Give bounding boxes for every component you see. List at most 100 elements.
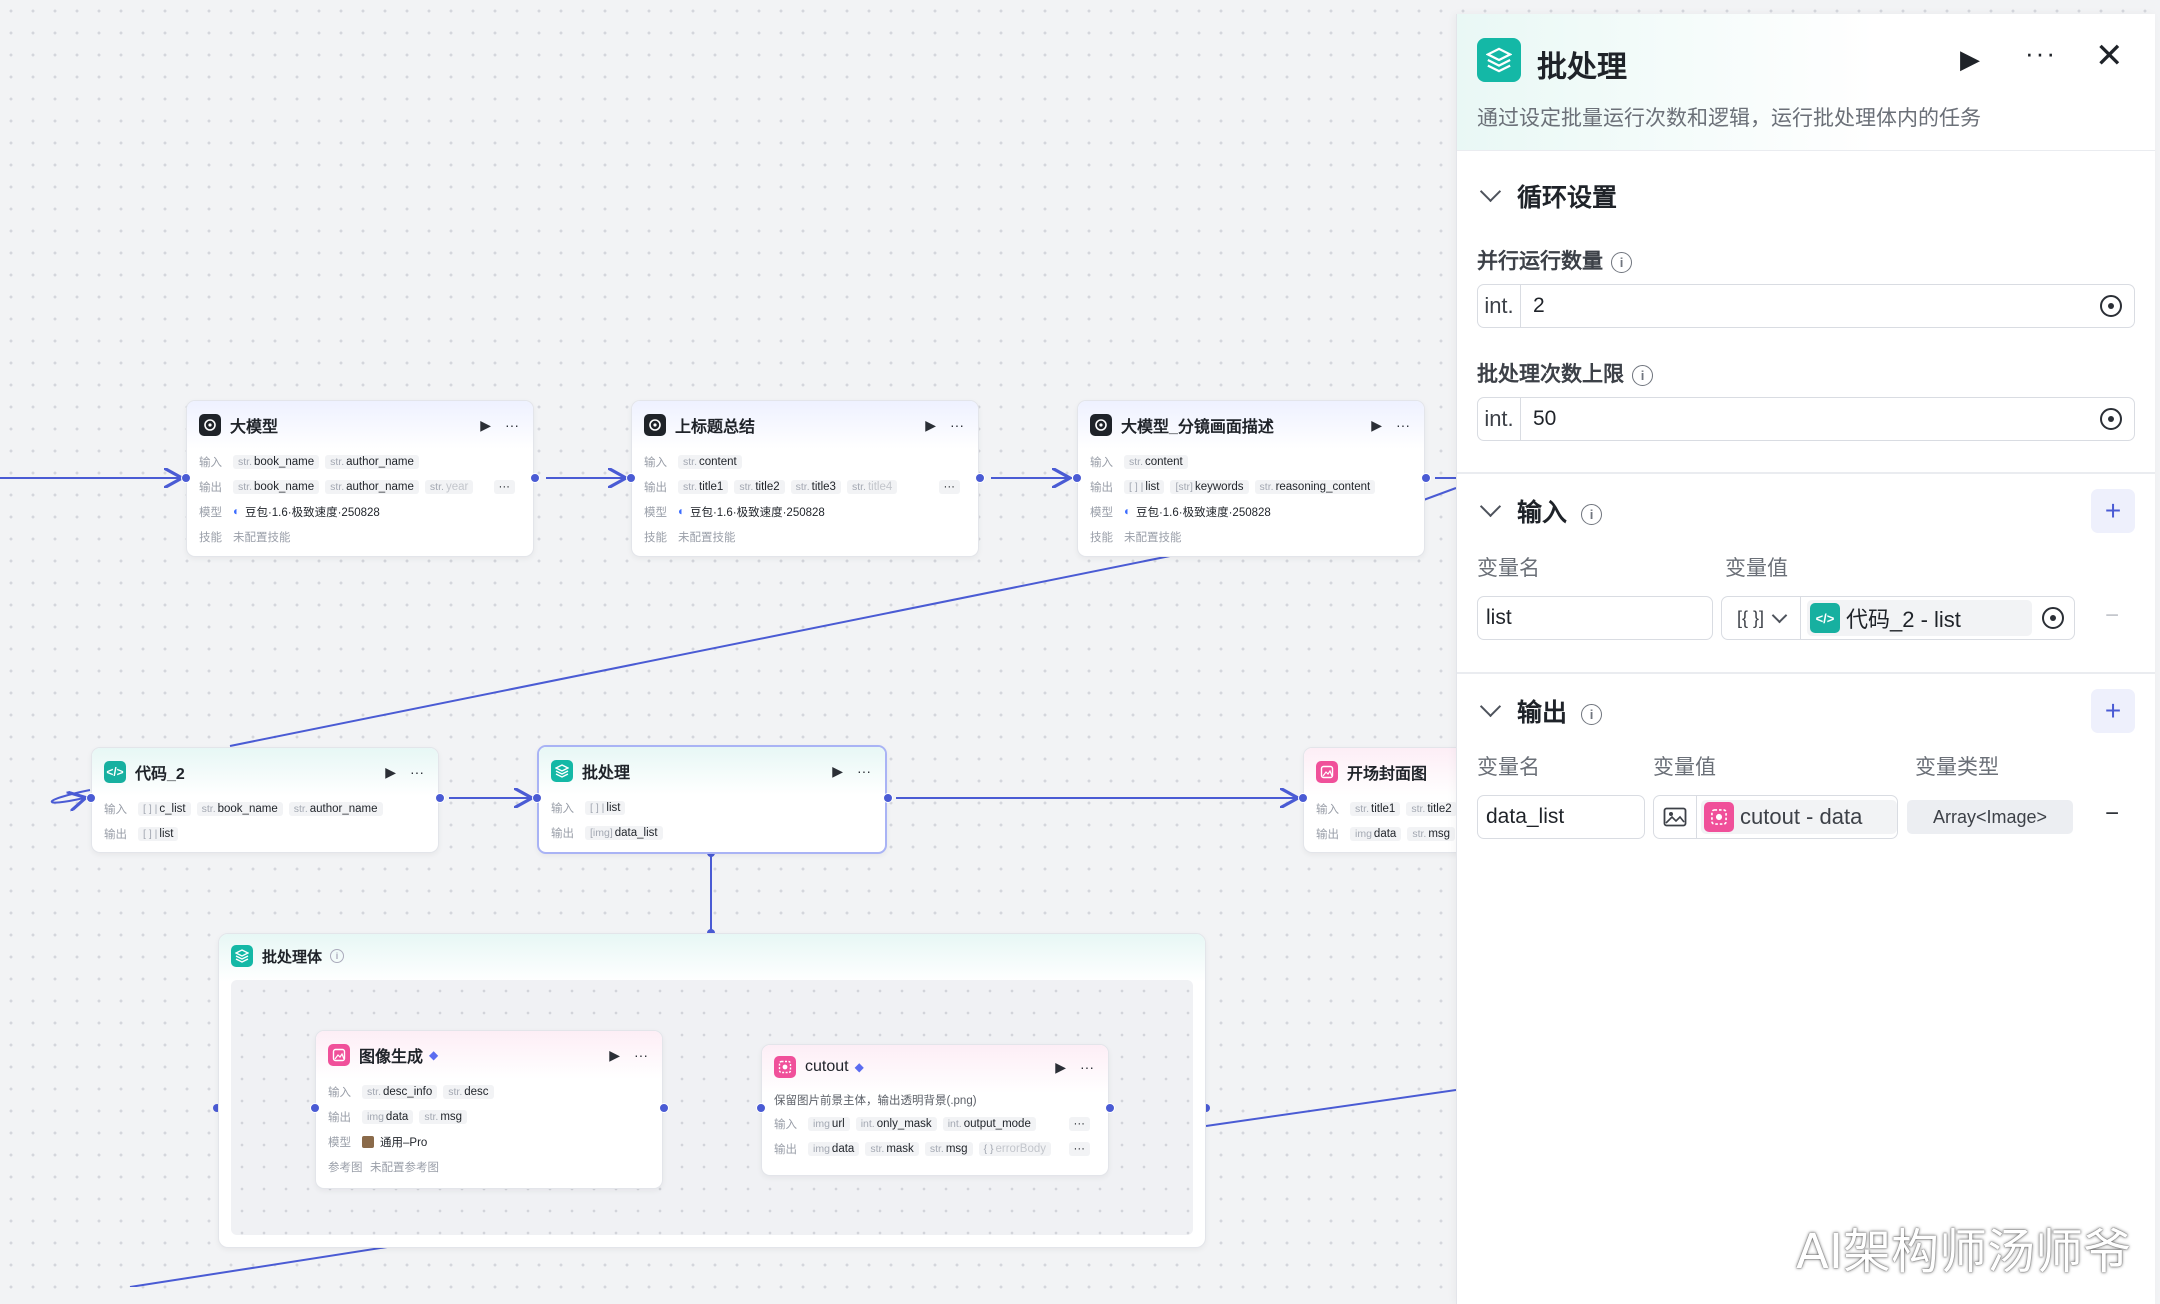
output-port[interactable] — [1421, 473, 1431, 483]
more-inputs-icon[interactable]: ··· — [1068, 1116, 1090, 1131]
verified-badge-icon: ◆ — [429, 1048, 439, 1062]
panel-header: 批处理 ▶ ··· ✕ 通过设定批量运行次数和逻辑，运行批处理体内的任务 — [1457, 14, 2155, 151]
tag: str.author_name — [325, 479, 419, 494]
code-icon: </> — [104, 761, 126, 783]
var-type-label: 变量类型 — [1915, 756, 1999, 779]
chevron-down-icon[interactable] — [1479, 180, 1502, 203]
tag: str.title2 — [1406, 801, 1456, 816]
input-port[interactable] — [756, 1103, 766, 1113]
info-icon[interactable]: i — [1581, 703, 1603, 725]
workflow-canvas[interactable]: 批处理体 i 大模型 ▶··· 输入 str.book_name str.aut… — [0, 0, 1456, 1287]
more-icon[interactable]: ··· — [857, 763, 871, 779]
remove-input-icon[interactable]: − — [2105, 602, 2120, 629]
more-icon[interactable]: ··· — [950, 417, 964, 433]
node-storyboard[interactable]: 大模型_分镜画面描述 ▶··· 输入 str.content 输出 [ ] |l… — [1077, 400, 1425, 557]
input-port[interactable] — [86, 793, 96, 803]
more-outputs-icon[interactable]: ··· — [493, 479, 515, 494]
more-icon[interactable]: ··· — [505, 417, 519, 433]
tag: str.title1 — [678, 479, 729, 494]
panel-title: 批处理 — [1537, 51, 1627, 84]
node-title: 图像生成 — [359, 1049, 424, 1066]
batch-limit-value[interactable]: 50 — [1533, 407, 1557, 430]
ref-chip[interactable]: </> 代码_2 - list — [1807, 600, 2032, 636]
edge-bottom-diagonal — [129, 1244, 401, 1287]
more-outputs-icon[interactable]: ··· — [1068, 1141, 1090, 1156]
run-icon[interactable]: ▶ — [480, 416, 491, 433]
var-name-label: 变量名 — [1477, 756, 1540, 779]
chevron-down-icon[interactable] — [1479, 495, 1502, 518]
output-port[interactable] — [1105, 1103, 1115, 1113]
node-description: 保留图片前景主体，输出透明背景(.png) — [774, 1095, 977, 1107]
add-input-button[interactable]: + — [2091, 489, 2135, 533]
tag: str.reasoning_content — [1254, 479, 1376, 494]
add-output-button[interactable]: + — [2091, 689, 2135, 733]
input-port[interactable] — [1072, 473, 1082, 483]
input-var-value-field[interactable]: [{ }] </> 代码_2 - list — [1721, 596, 2075, 640]
node-batch[interactable]: 批处理 ▶··· 输入 [ ] |list 输出 [img]data_list — [537, 745, 887, 854]
output-port[interactable] — [975, 473, 985, 483]
input-port[interactable] — [181, 473, 191, 483]
node-image-gen[interactable]: 图像生成 ◆ ▶··· 输入 str.desc_info str.desc 输出… — [315, 1030, 663, 1189]
info-icon[interactable]: i — [1632, 364, 1653, 386]
input-port[interactable] — [310, 1103, 320, 1113]
output-var-name-field[interactable]: data_list — [1477, 795, 1645, 839]
input-port[interactable] — [1298, 793, 1308, 803]
run-icon[interactable]: ▶ — [1371, 416, 1382, 433]
tag: [str]keywords — [1170, 479, 1249, 494]
input-var-name-field[interactable]: list — [1477, 596, 1713, 640]
node-title: 开场封面图 — [1347, 766, 1428, 783]
variable-ref-icon[interactable] — [2100, 408, 2122, 430]
output-port[interactable] — [883, 793, 893, 803]
node-title: 上标题总结 — [675, 419, 756, 436]
tag: str.year — [424, 479, 474, 494]
output-port[interactable] — [659, 1103, 669, 1113]
node-cutout[interactable]: cutout ◆ ▶··· 保留图片前景主体，输出透明背景(.png) 输入 i… — [761, 1044, 1109, 1176]
tag: str.mask — [865, 1141, 919, 1156]
info-icon[interactable]: i — [330, 949, 345, 963]
node-title-summary[interactable]: 上标题总结 ▶··· 输入 str.content 输出 str.title1 … — [631, 400, 979, 557]
type-select[interactable]: [{ }] — [1722, 597, 1801, 639]
more-icon[interactable]: ··· — [410, 764, 424, 780]
tag: str.title3 — [790, 479, 841, 494]
more-icon[interactable]: ··· — [1396, 417, 1410, 433]
var-value-label: 变量值 — [1653, 756, 1716, 779]
run-icon[interactable]: ▶ — [925, 416, 936, 433]
run-icon[interactable]: ▶ — [832, 762, 843, 779]
node-llm[interactable]: 大模型 ▶··· 输入 str.book_name str.author_nam… — [186, 400, 534, 557]
run-icon[interactable]: ▶ — [609, 1046, 620, 1063]
input-port[interactable] — [626, 473, 636, 483]
output-port[interactable] — [435, 793, 445, 803]
tag: str.msg — [419, 1109, 468, 1124]
run-icon[interactable]: ▶ — [385, 763, 396, 780]
variable-ref-icon[interactable] — [2042, 607, 2064, 629]
chevron-down-icon[interactable] — [1479, 695, 1502, 718]
output-var-value-field[interactable]: cutout - data — [1653, 795, 1898, 839]
batch-limit-field[interactable]: int. 50 — [1477, 397, 2135, 441]
run-icon[interactable]: ▶ — [1055, 1058, 1066, 1075]
run-icon[interactable]: ▶ — [1960, 44, 1980, 74]
parallel-count-value[interactable]: 2 — [1533, 294, 1545, 317]
node-code-2[interactable]: </> 代码_2 ▶··· 输入 [ ] |c_list str.book_na… — [91, 747, 439, 853]
more-icon[interactable]: ··· — [1080, 1059, 1094, 1075]
tag: [ ] |list — [585, 800, 626, 815]
tag: [ ] |c_list — [138, 801, 191, 816]
batch-body-container[interactable]: 批处理体 i — [218, 933, 1206, 1248]
more-outputs-icon[interactable]: ··· — [938, 479, 960, 494]
tag: str.book_name — [196, 801, 283, 816]
more-icon[interactable]: ··· — [634, 1047, 648, 1063]
remove-output-icon[interactable]: − — [2105, 800, 2120, 827]
parallel-count-field[interactable]: int. 2 — [1477, 284, 2135, 328]
ref-chip[interactable]: cutout - data — [1701, 800, 1897, 834]
output-port[interactable] — [530, 473, 540, 483]
doubao-icon: ◐ — [1124, 505, 1131, 518]
batch-icon — [1477, 38, 1521, 82]
more-icon[interactable]: ··· — [2025, 38, 2057, 68]
info-icon[interactable]: i — [1581, 503, 1603, 525]
info-icon[interactable]: i — [1611, 251, 1632, 273]
variable-ref-icon[interactable] — [2100, 295, 2122, 317]
input-port[interactable] — [532, 793, 542, 803]
close-icon[interactable]: ✕ — [2095, 37, 2124, 75]
